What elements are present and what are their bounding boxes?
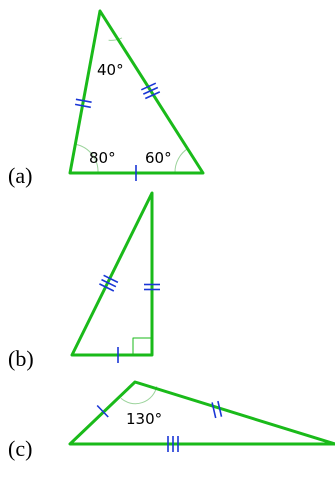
tick-a-right-2 [142,86,159,95]
tick-a-left-2 [74,103,91,109]
tick-b-hyp-3 [99,283,115,292]
label-a: (a) [8,163,32,188]
label-c: (c) [8,436,32,461]
triangle-b-outline [70,191,154,357]
tick-b-hyp-1 [101,278,117,288]
angle-arc-top-a [108,37,123,41]
angle-label-a-top: 40° [97,61,124,79]
angle-label-c: 130° [126,410,162,428]
triangle-c-outline [68,380,335,446]
tick-a-right-3 [144,91,161,100]
angle-arc-right-a [174,147,189,174]
tick-a-right-1 [140,82,157,91]
tick-c-short-1 [96,404,109,418]
label-b: (b) [8,346,34,371]
angle-arc-left-a [75,143,99,174]
triangle-c: 130° (c) [8,380,335,461]
tick-c-upper-2 [217,400,223,417]
tick-a-left-1 [75,98,92,103]
right-angle-marker-b [132,337,153,356]
angle-label-a-right: 60° [145,149,172,167]
tick-b-hyp-2 [103,274,119,284]
triangle-b: (b) [8,191,160,371]
triangle-a: 40° 80° 60° (a) [8,9,205,188]
angle-label-a-left: 80° [89,149,116,167]
angle-arc-c [120,386,158,405]
tick-c-upper-1 [211,402,217,419]
